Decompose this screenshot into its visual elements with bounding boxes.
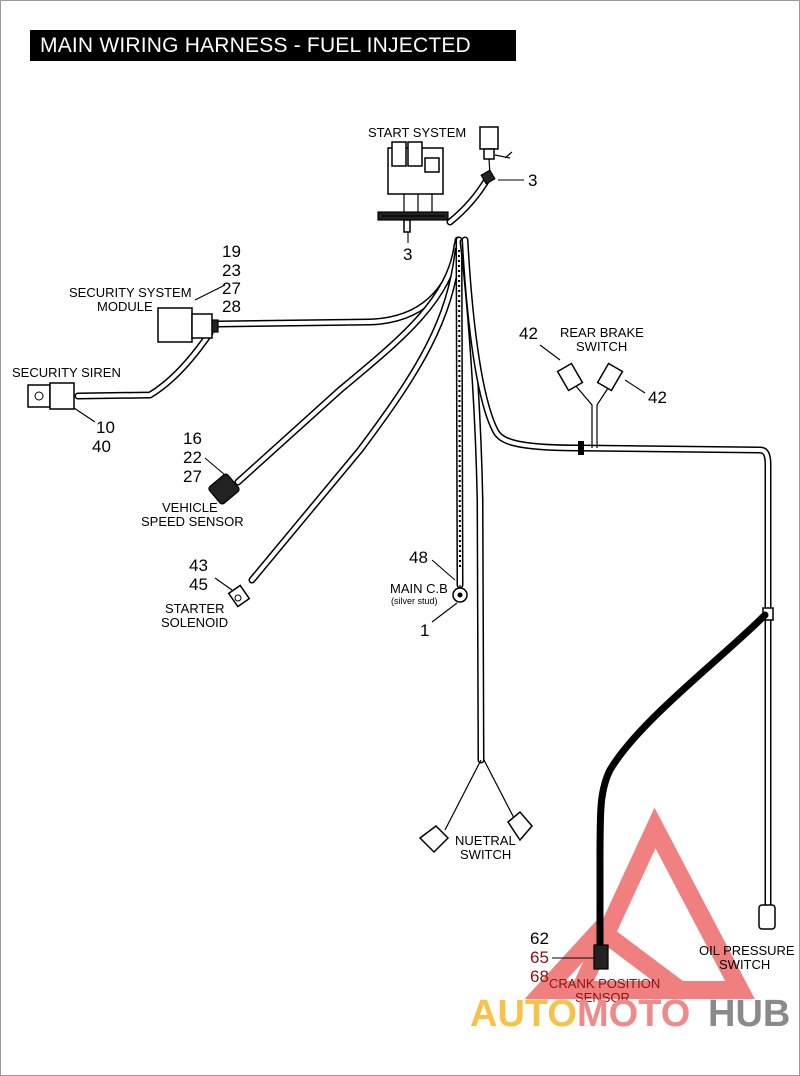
wire-vehicle-speed-sensor [234, 241, 461, 486]
solenoid-terminal-icon [227, 584, 251, 608]
label-vss-1: VEHICLE [162, 500, 218, 515]
leader-lines [73, 179, 646, 959]
label-crank-2: SENSOR [575, 990, 630, 1005]
callout-rear-brake-right: 42 [648, 388, 667, 407]
callout-vss-1: 16 [183, 429, 202, 448]
label-main-cb-1: MAIN C.B [390, 581, 448, 596]
vehicle-speed-sensor-connector [208, 473, 240, 505]
callout-siren-2: 40 [92, 437, 111, 456]
starter-solenoid-connector [227, 584, 251, 608]
label-solenoid-1: STARTER [165, 601, 224, 616]
oil-pressure-icon [758, 904, 776, 930]
rear-brake-right-icon [596, 362, 624, 392]
watermark-logo [524, 807, 755, 999]
security-module-icon [157, 307, 193, 343]
watermark-hub: HUB [708, 993, 790, 1035]
security-siren-connector [27, 382, 75, 410]
callout-rear-brake-left: 42 [519, 324, 538, 343]
label-rear-brake-2: SWITCH [576, 339, 627, 354]
label-neutral-1: NUETRAL [455, 833, 516, 848]
wire-rear-brake-right [596, 384, 611, 448]
callout-main-cb-upper: 48 [409, 548, 428, 567]
callout-security-module-4: 28 [222, 297, 241, 316]
neutral-right-icon [507, 810, 533, 842]
label-solenoid-2: SOLENOID [161, 615, 228, 630]
callout-security-module-1: 19 [222, 242, 241, 261]
crank-sensor-icon [593, 944, 609, 970]
callout-crank-3: 68 [530, 967, 549, 986]
wire-crank-position [596, 611, 769, 949]
main-cb-eyelet [452, 587, 468, 603]
callout-vss-3: 27 [183, 467, 202, 486]
wire-rear-harness [461, 236, 772, 614]
speed-sensor-icon [208, 473, 240, 505]
callout-harness: 3 [403, 245, 412, 264]
callout-solenoid-1: 43 [189, 556, 208, 575]
neutral-switch-connectors [418, 810, 533, 854]
label-security-siren: SECURITY SIREN [12, 365, 121, 380]
callout-siren-1: 10 [96, 418, 115, 437]
callout-crank-2: 65 [530, 948, 549, 967]
label-main-cb-2: (silver stud) [391, 596, 438, 606]
siren-icon [27, 384, 51, 408]
callout-security-module-3: 27 [222, 279, 241, 298]
callout-solenoid-2: 45 [189, 575, 208, 594]
watermark-moto: MOTO [577, 993, 690, 1035]
page-title: MAIN WIRING HARNESS - FUEL INJECTED [30, 30, 516, 61]
callout-start-system: 3 [528, 171, 537, 190]
watermark-auto: AUTO [470, 993, 577, 1035]
start-system-relays [387, 141, 444, 233]
neutral-left-icon [418, 825, 450, 854]
callout-crank-1: 62 [530, 929, 549, 948]
label-start-system: START SYSTEM [368, 125, 466, 140]
label-rear-brake-1: REAR BRAKE [560, 325, 644, 340]
label-neutral-2: SWITCH [460, 847, 511, 862]
wire-rear-brake-left [574, 384, 593, 448]
callout-main-cb-lower: 1 [420, 621, 429, 640]
label-vss-2: SPEED SENSOR [141, 514, 244, 529]
rear-brake-left-icon [556, 362, 584, 392]
label-security-module-2: MODULE [97, 299, 153, 314]
callout-vss-2: 22 [183, 448, 202, 467]
crank-sensor-connector [593, 944, 609, 970]
label-security-module-1: SECURITY SYSTEM [69, 285, 192, 300]
start-connector-icon [479, 126, 499, 150]
callout-security-module-2: 23 [222, 261, 241, 280]
watermark-text: AUTO MOTO HUB [470, 993, 790, 1035]
label-oil-pressure-1: OIL PRESSURE [699, 943, 795, 958]
label-crank-1: CRANK POSITION [549, 976, 660, 991]
start-system-connector [479, 126, 513, 185]
label-oil-pressure-2: SWITCH [719, 957, 770, 972]
rear-brake-switch-connectors [556, 362, 624, 392]
oil-pressure-connector [758, 904, 776, 930]
security-module-connector [157, 307, 219, 343]
watermark-triangle-large-icon [565, 807, 755, 999]
